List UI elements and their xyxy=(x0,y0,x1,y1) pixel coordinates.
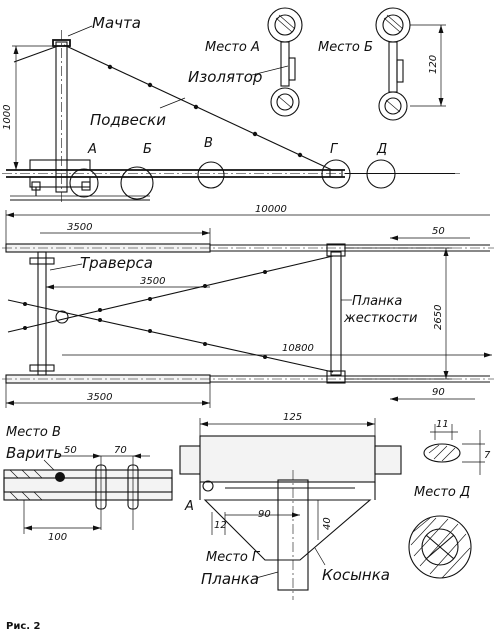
diagonal-upper xyxy=(7,255,334,333)
label-place-b: Место Б xyxy=(318,40,373,55)
detail-place-a: Место А Изолятор xyxy=(188,7,303,117)
dim-g-12: 12 xyxy=(214,520,227,531)
dim-50-top: 50 xyxy=(432,226,445,237)
gusset-plate xyxy=(203,499,372,561)
dim-3500-top: 3500 xyxy=(67,222,92,233)
place-g-marker xyxy=(321,159,351,189)
cable-section xyxy=(408,515,472,579)
dim-3500-bot: 3500 xyxy=(87,392,112,403)
label-traverse: Траверса xyxy=(80,254,153,272)
place-b-marker xyxy=(120,166,154,200)
side-view: 1000 Мачта Подвески xyxy=(2,14,460,205)
dim-2650: 2650 xyxy=(433,305,444,330)
label-place-g: Место Г xyxy=(206,550,261,565)
mark-a-detail: А xyxy=(184,499,194,514)
detail-place-g: 125 А 12 90 40 Место Г Планка Косынка xyxy=(179,412,402,600)
label-stiff-plate-1: Планка xyxy=(352,294,402,309)
label-place-d: Место Д xyxy=(414,485,470,500)
upper-beam xyxy=(5,243,211,253)
place-a-marker xyxy=(69,168,99,198)
mark-v: В xyxy=(204,136,213,151)
mark-d: Д xyxy=(376,142,387,157)
diagonal-lower xyxy=(7,299,334,373)
dim-3500-mid: 3500 xyxy=(140,276,165,287)
mark-g: Г xyxy=(330,142,339,157)
dim-d-7: 7 xyxy=(484,450,491,461)
dim-v-100: 100 xyxy=(48,532,67,543)
label-gusset: Косынка xyxy=(322,566,390,584)
detail-place-b: Место Б 120 xyxy=(318,7,446,121)
tube-g xyxy=(199,435,376,483)
label-place-a: Место А xyxy=(205,40,260,55)
detail-place-d: 11 7 Место Д xyxy=(408,419,491,579)
stiffening-plate xyxy=(330,251,342,376)
dim-v-50: 50 xyxy=(64,445,77,456)
figure-caption: Рис. 2 xyxy=(6,621,41,632)
dim-90-bot: 90 xyxy=(432,387,445,398)
dim-10800: 10800 xyxy=(282,343,314,354)
place-v-marker xyxy=(197,161,225,189)
dim-10000: 10000 xyxy=(255,204,287,215)
label-weld: Варить xyxy=(6,444,62,462)
mark-b: Б xyxy=(143,142,152,157)
hanger-insulators xyxy=(107,64,303,158)
dim-v-70: 70 xyxy=(114,445,127,456)
detail-place-v: Место В Варить 50 70 100 xyxy=(3,425,173,543)
dim-1000: 1000 xyxy=(2,105,13,130)
label-hangers: Подвески xyxy=(90,111,166,129)
traverse xyxy=(37,251,47,376)
dim-g-90: 90 xyxy=(258,509,271,520)
label-insulator: Изолятор xyxy=(188,68,262,86)
lower-beam xyxy=(5,374,211,384)
dim-d-11: 11 xyxy=(436,419,449,430)
label-stiff-plate-2: жесткости xyxy=(343,311,417,326)
label-place-v: Место В xyxy=(6,425,61,440)
label-mast: Мачта xyxy=(92,14,141,32)
plan-view: 10000 3500 50 Траверса 3500 xyxy=(2,204,494,408)
label-plate: Планка xyxy=(201,570,259,588)
diagonal-insulators xyxy=(23,270,267,359)
mark-a: А xyxy=(87,142,97,157)
dim-120: 120 xyxy=(428,55,439,74)
dim-g-125: 125 xyxy=(283,412,302,423)
dim-g-40: 40 xyxy=(322,517,333,530)
place-d-marker xyxy=(366,159,396,189)
